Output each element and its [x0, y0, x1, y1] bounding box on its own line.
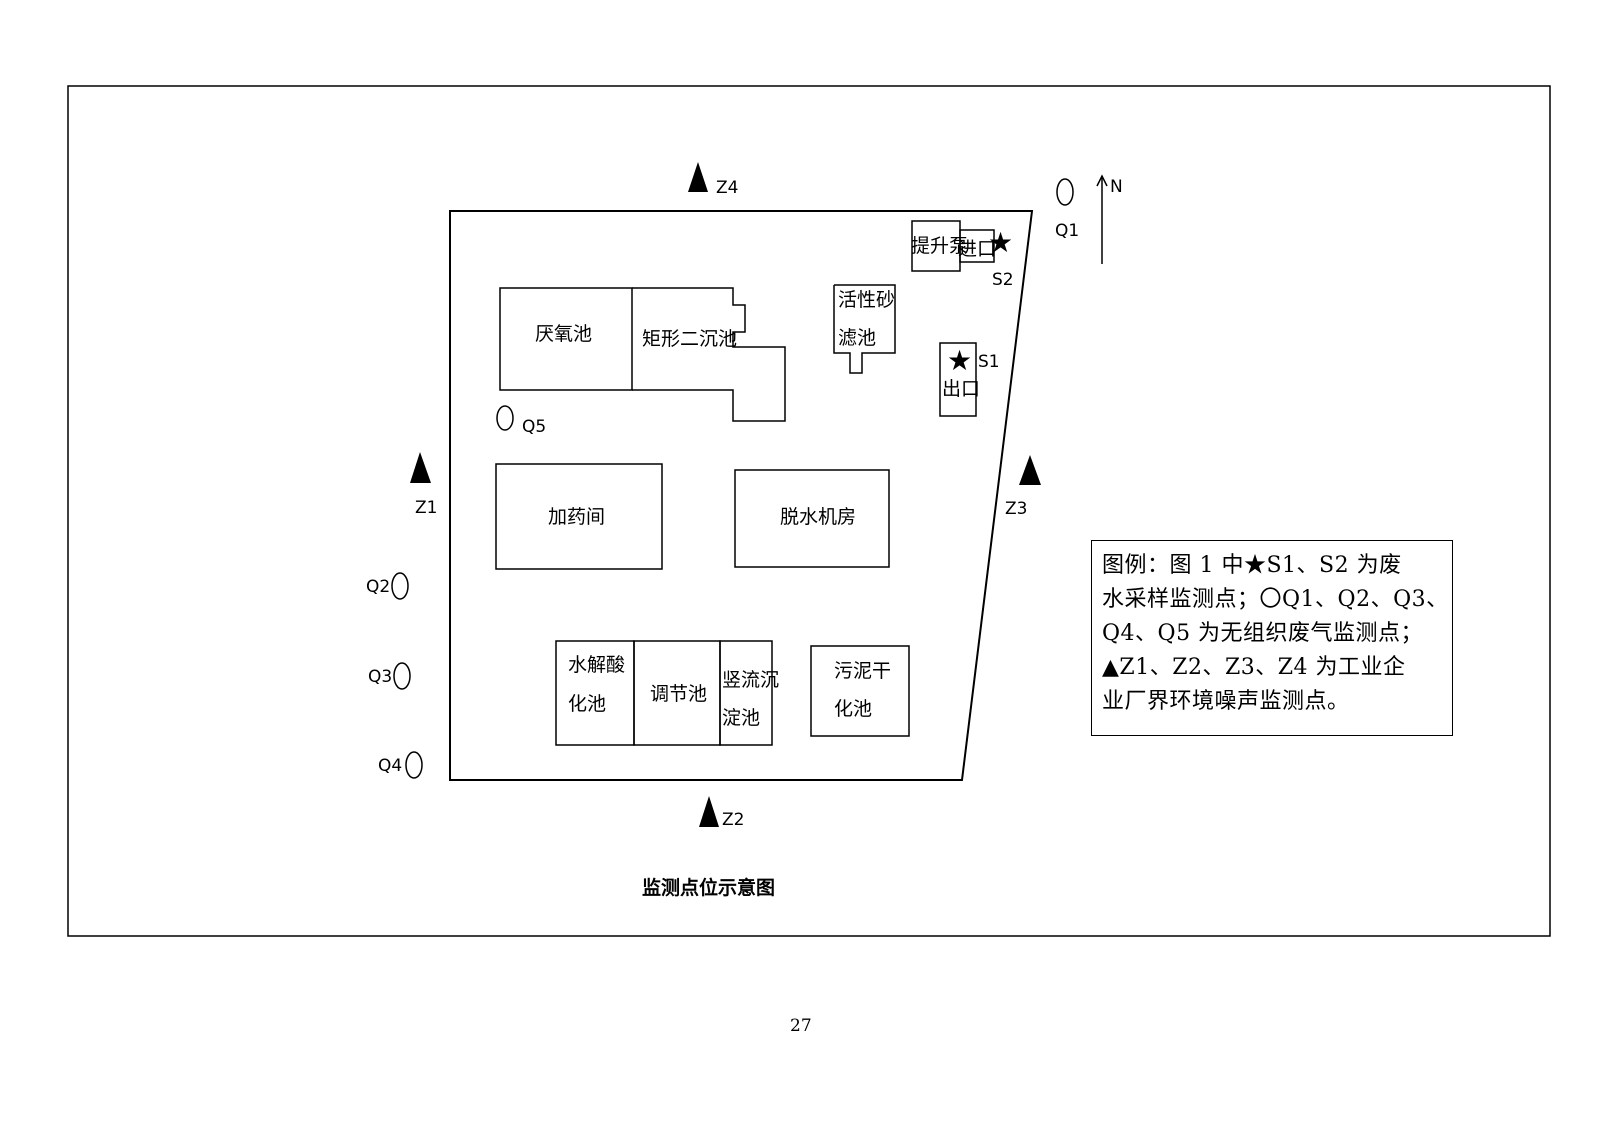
point-s1-label: S1 — [978, 352, 1000, 372]
hydrolysis-label-1: 水解酸 — [568, 654, 625, 676]
triangle-icon — [688, 162, 708, 192]
lift-pump-label: 提升泵 — [911, 235, 968, 257]
sludge-drying-label-1: 污泥干 — [834, 660, 891, 682]
secondary-clarifier-label: 矩形二沉池 — [642, 328, 737, 350]
circle-icon — [496, 405, 514, 431]
north-arrow-icon — [1096, 174, 1108, 264]
outlet-label: 出口 — [942, 378, 980, 400]
point-q4-label: Q4 — [378, 756, 402, 776]
point-q3-label: Q3 — [368, 667, 392, 687]
point-q1-label: Q1 — [1055, 221, 1079, 241]
point-q2-label: Q2 — [366, 577, 390, 597]
point-z2-label: Z2 — [722, 810, 744, 830]
triangle-icon — [699, 796, 719, 827]
anaerobic-tank — [499, 287, 633, 391]
point-z1-label: Z1 — [415, 498, 437, 518]
legend-line: 图例：图 1 中★S1、S2 为废 — [1102, 553, 1402, 578]
site-boundary — [449, 210, 1034, 781]
sand-filter-label-1: 活性砂 — [838, 289, 895, 311]
equalization-label: 调节池 — [650, 683, 707, 705]
point-z3-label: Z3 — [1005, 499, 1027, 519]
star-icon: ★ — [947, 344, 972, 377]
sand-filter — [833, 284, 896, 374]
circle-icon — [405, 751, 423, 779]
vertical-settling-label-1: 竖流沉 — [722, 669, 779, 691]
circle-icon — [393, 662, 411, 690]
page-number: 27 — [790, 1016, 812, 1036]
vertical-settling-tank — [719, 640, 773, 746]
secondary-clarifier — [632, 287, 786, 422]
circle-icon — [391, 572, 409, 600]
dewatering-room — [734, 469, 890, 568]
sludge-drying-label-2: 化池 — [834, 698, 872, 720]
dosing-room — [495, 463, 663, 570]
circle-icon — [1056, 178, 1074, 206]
outlet — [939, 342, 977, 417]
anaerobic-tank-label: 厌氧池 — [535, 323, 592, 345]
triangle-icon — [410, 452, 431, 483]
figure-frame — [67, 85, 1551, 937]
legend-box: 图例：图 1 中★S1、S2 为废 水采样监测点；〇Q1、Q2、Q3、 Q4、Q… — [1091, 540, 1453, 736]
dewatering-room-label: 脱水机房 — [780, 506, 856, 528]
inlet — [959, 229, 995, 263]
point-s2-label: S2 — [992, 270, 1014, 290]
legend-line: ▲Z1、Z2、Z3、Z4 为工业企 — [1102, 655, 1406, 680]
point-q5-label: Q5 — [522, 417, 546, 437]
figure-caption: 监测点位示意图 — [642, 877, 776, 899]
point-z4-label: Z4 — [716, 178, 738, 198]
vertical-settling-label-2: 淀池 — [722, 707, 760, 729]
legend-line: Q4、Q5 为无组织废气监测点； — [1102, 621, 1424, 646]
hydrolysis-label-2: 化池 — [568, 693, 606, 715]
dosing-room-label: 加药间 — [548, 506, 605, 528]
triangle-icon — [1019, 455, 1041, 485]
north-label: N — [1110, 177, 1123, 197]
sludge-drying-tank — [810, 645, 910, 737]
sand-filter-label-2: 滤池 — [838, 327, 876, 349]
legend-line: 业厂界环境噪声监测点。 — [1102, 689, 1350, 714]
inlet-label: 进口 — [958, 238, 996, 260]
star-icon: ★ — [988, 226, 1013, 259]
legend-line: 水采样监测点；〇Q1、Q2、Q3、 — [1102, 587, 1449, 612]
